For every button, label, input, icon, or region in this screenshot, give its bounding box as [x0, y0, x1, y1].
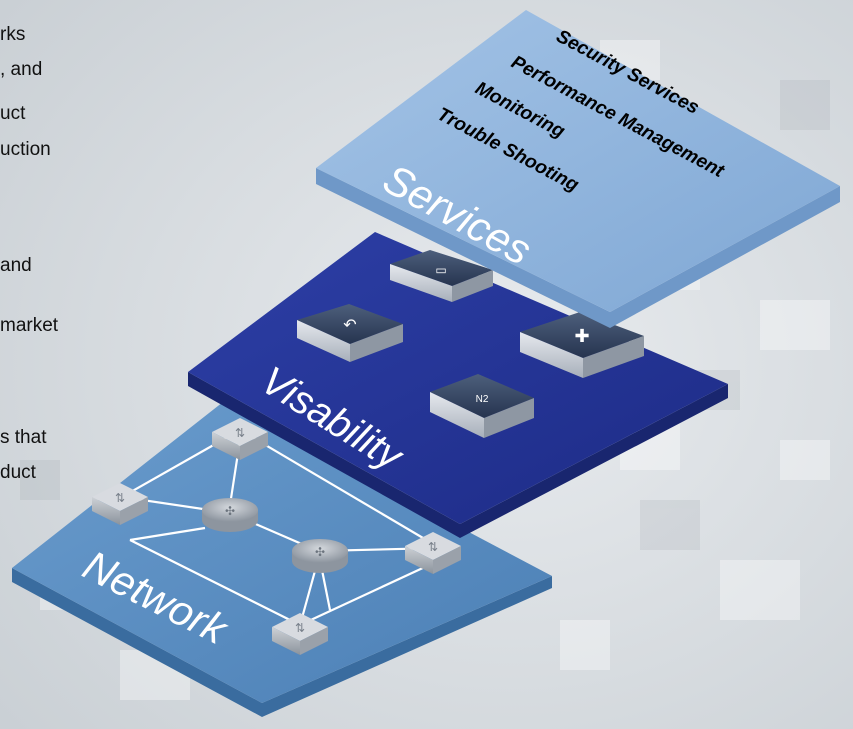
network-plate-top — [12, 402, 552, 703]
appliance-icon: ↶ — [297, 304, 403, 362]
services-plate-side — [316, 168, 840, 328]
appliance-icon: N2 — [430, 374, 534, 438]
svg-text:⇅: ⇅ — [235, 426, 245, 440]
svg-text:N2: N2 — [476, 394, 489, 405]
text-fragment: uction — [0, 139, 51, 160]
visibility-plate-top — [188, 232, 728, 524]
svg-text:✚: ✚ — [574, 326, 589, 346]
switch-icon: ⇅ — [212, 418, 268, 460]
svg-text:⇅: ⇅ — [115, 491, 125, 505]
text-fragment: and — [0, 255, 32, 276]
switch-icon: ⇅ — [92, 483, 148, 525]
text-fragment: uct — [0, 103, 26, 124]
appliance-icon: ✚ — [520, 312, 644, 378]
svg-text:⇅: ⇅ — [428, 540, 438, 554]
router-icon: ✣ — [202, 498, 258, 532]
switch-icon: ⇅ — [272, 613, 328, 655]
svg-text:▭: ▭ — [435, 263, 446, 277]
svg-text:✣: ✣ — [315, 545, 325, 559]
visibility-layer: ↶ ▭ ✚ N2 Visability — [188, 232, 728, 538]
svg-text:⇅: ⇅ — [295, 621, 305, 635]
text-fragment: market — [0, 315, 59, 336]
text-fragment: s that — [0, 427, 47, 448]
text-fragment: rks — [0, 24, 26, 45]
router-icon: ✣ — [292, 539, 348, 573]
text-fragment: duct — [0, 462, 36, 483]
svg-text:↶: ↶ — [343, 317, 356, 334]
svg-text:✣: ✣ — [225, 504, 235, 518]
text-fragment: , and — [0, 59, 43, 80]
services-plate-top — [316, 10, 840, 312]
appliance-icon: ▭ — [390, 250, 493, 302]
switch-icon: ⇅ — [405, 532, 461, 574]
